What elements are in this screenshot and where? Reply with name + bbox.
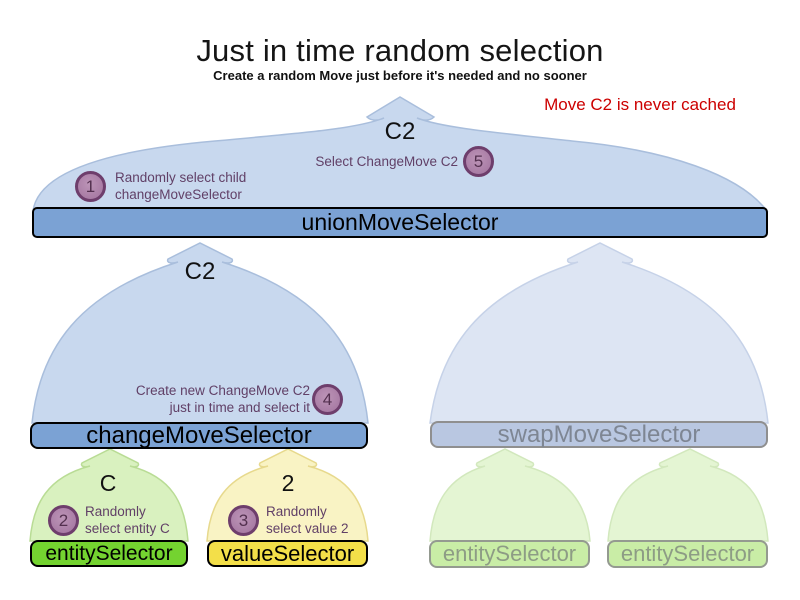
entity-selector-bar: entitySelector <box>30 540 188 567</box>
faded-entity-funnel-shape-1 <box>429 448 591 542</box>
annotation-step-3-line1: Randomly <box>266 504 327 519</box>
faded-entity-selector-bar-1: entitySelector <box>429 540 590 568</box>
step-badge-4: 4 <box>312 384 343 415</box>
annotation-step-4: Create new ChangeMove C2 just in time an… <box>120 382 310 416</box>
value-output-label: 2 <box>281 470 295 496</box>
annotation-step-5: Select ChangeMove C2 <box>315 154 458 169</box>
annotation-step-1-line2: changeMoveSelector <box>115 187 242 202</box>
annotation-step-2-line2: select entity C <box>85 521 170 536</box>
step-badge-1: 1 <box>75 171 106 202</box>
annotation-step-4-line2: just in time and select it <box>169 400 310 415</box>
union-output-label: C2 <box>384 118 416 145</box>
note-move-c2-never-cached: Move C2 is never cached <box>544 95 736 114</box>
value-selector-bar: valueSelector <box>207 540 368 567</box>
annotation-step-3: Randomly select value 2 <box>266 503 349 537</box>
page-title: Just in time random selection <box>196 33 604 68</box>
annotation-step-1: Randomly select child changeMoveSelector <box>115 169 246 203</box>
annotation-step-4-line1: Create new ChangeMove C2 <box>135 383 310 398</box>
union-move-selector-bar: unionMoveSelector <box>32 207 768 238</box>
swap-move-selector-bar: swapMoveSelector <box>430 421 768 448</box>
change-move-selector-bar: changeMoveSelector <box>30 422 368 449</box>
entity-output-label: C <box>99 470 117 496</box>
faded-entity-funnel-shape-2 <box>607 448 769 542</box>
annotation-step-3-line2: select value 2 <box>266 521 349 536</box>
annotation-step-1-line1: Randomly select child <box>115 170 247 185</box>
faded-entity-selector-bar-2: entitySelector <box>607 540 768 568</box>
union-funnel-shape <box>32 96 769 212</box>
annotation-step-2: Randomly select entity C <box>85 503 170 537</box>
change-funnel-shape <box>31 242 369 424</box>
step-badge-5: 5 <box>463 146 494 177</box>
annotation-step-2-line1: Randomly <box>85 504 146 519</box>
step-badge-2: 2 <box>48 505 79 536</box>
page-subtitle: Create a random Move just before it's ne… <box>213 68 587 83</box>
change-output-label: C2 <box>184 258 216 285</box>
step-badge-3: 3 <box>228 505 259 536</box>
swap-funnel-shape <box>429 242 769 424</box>
